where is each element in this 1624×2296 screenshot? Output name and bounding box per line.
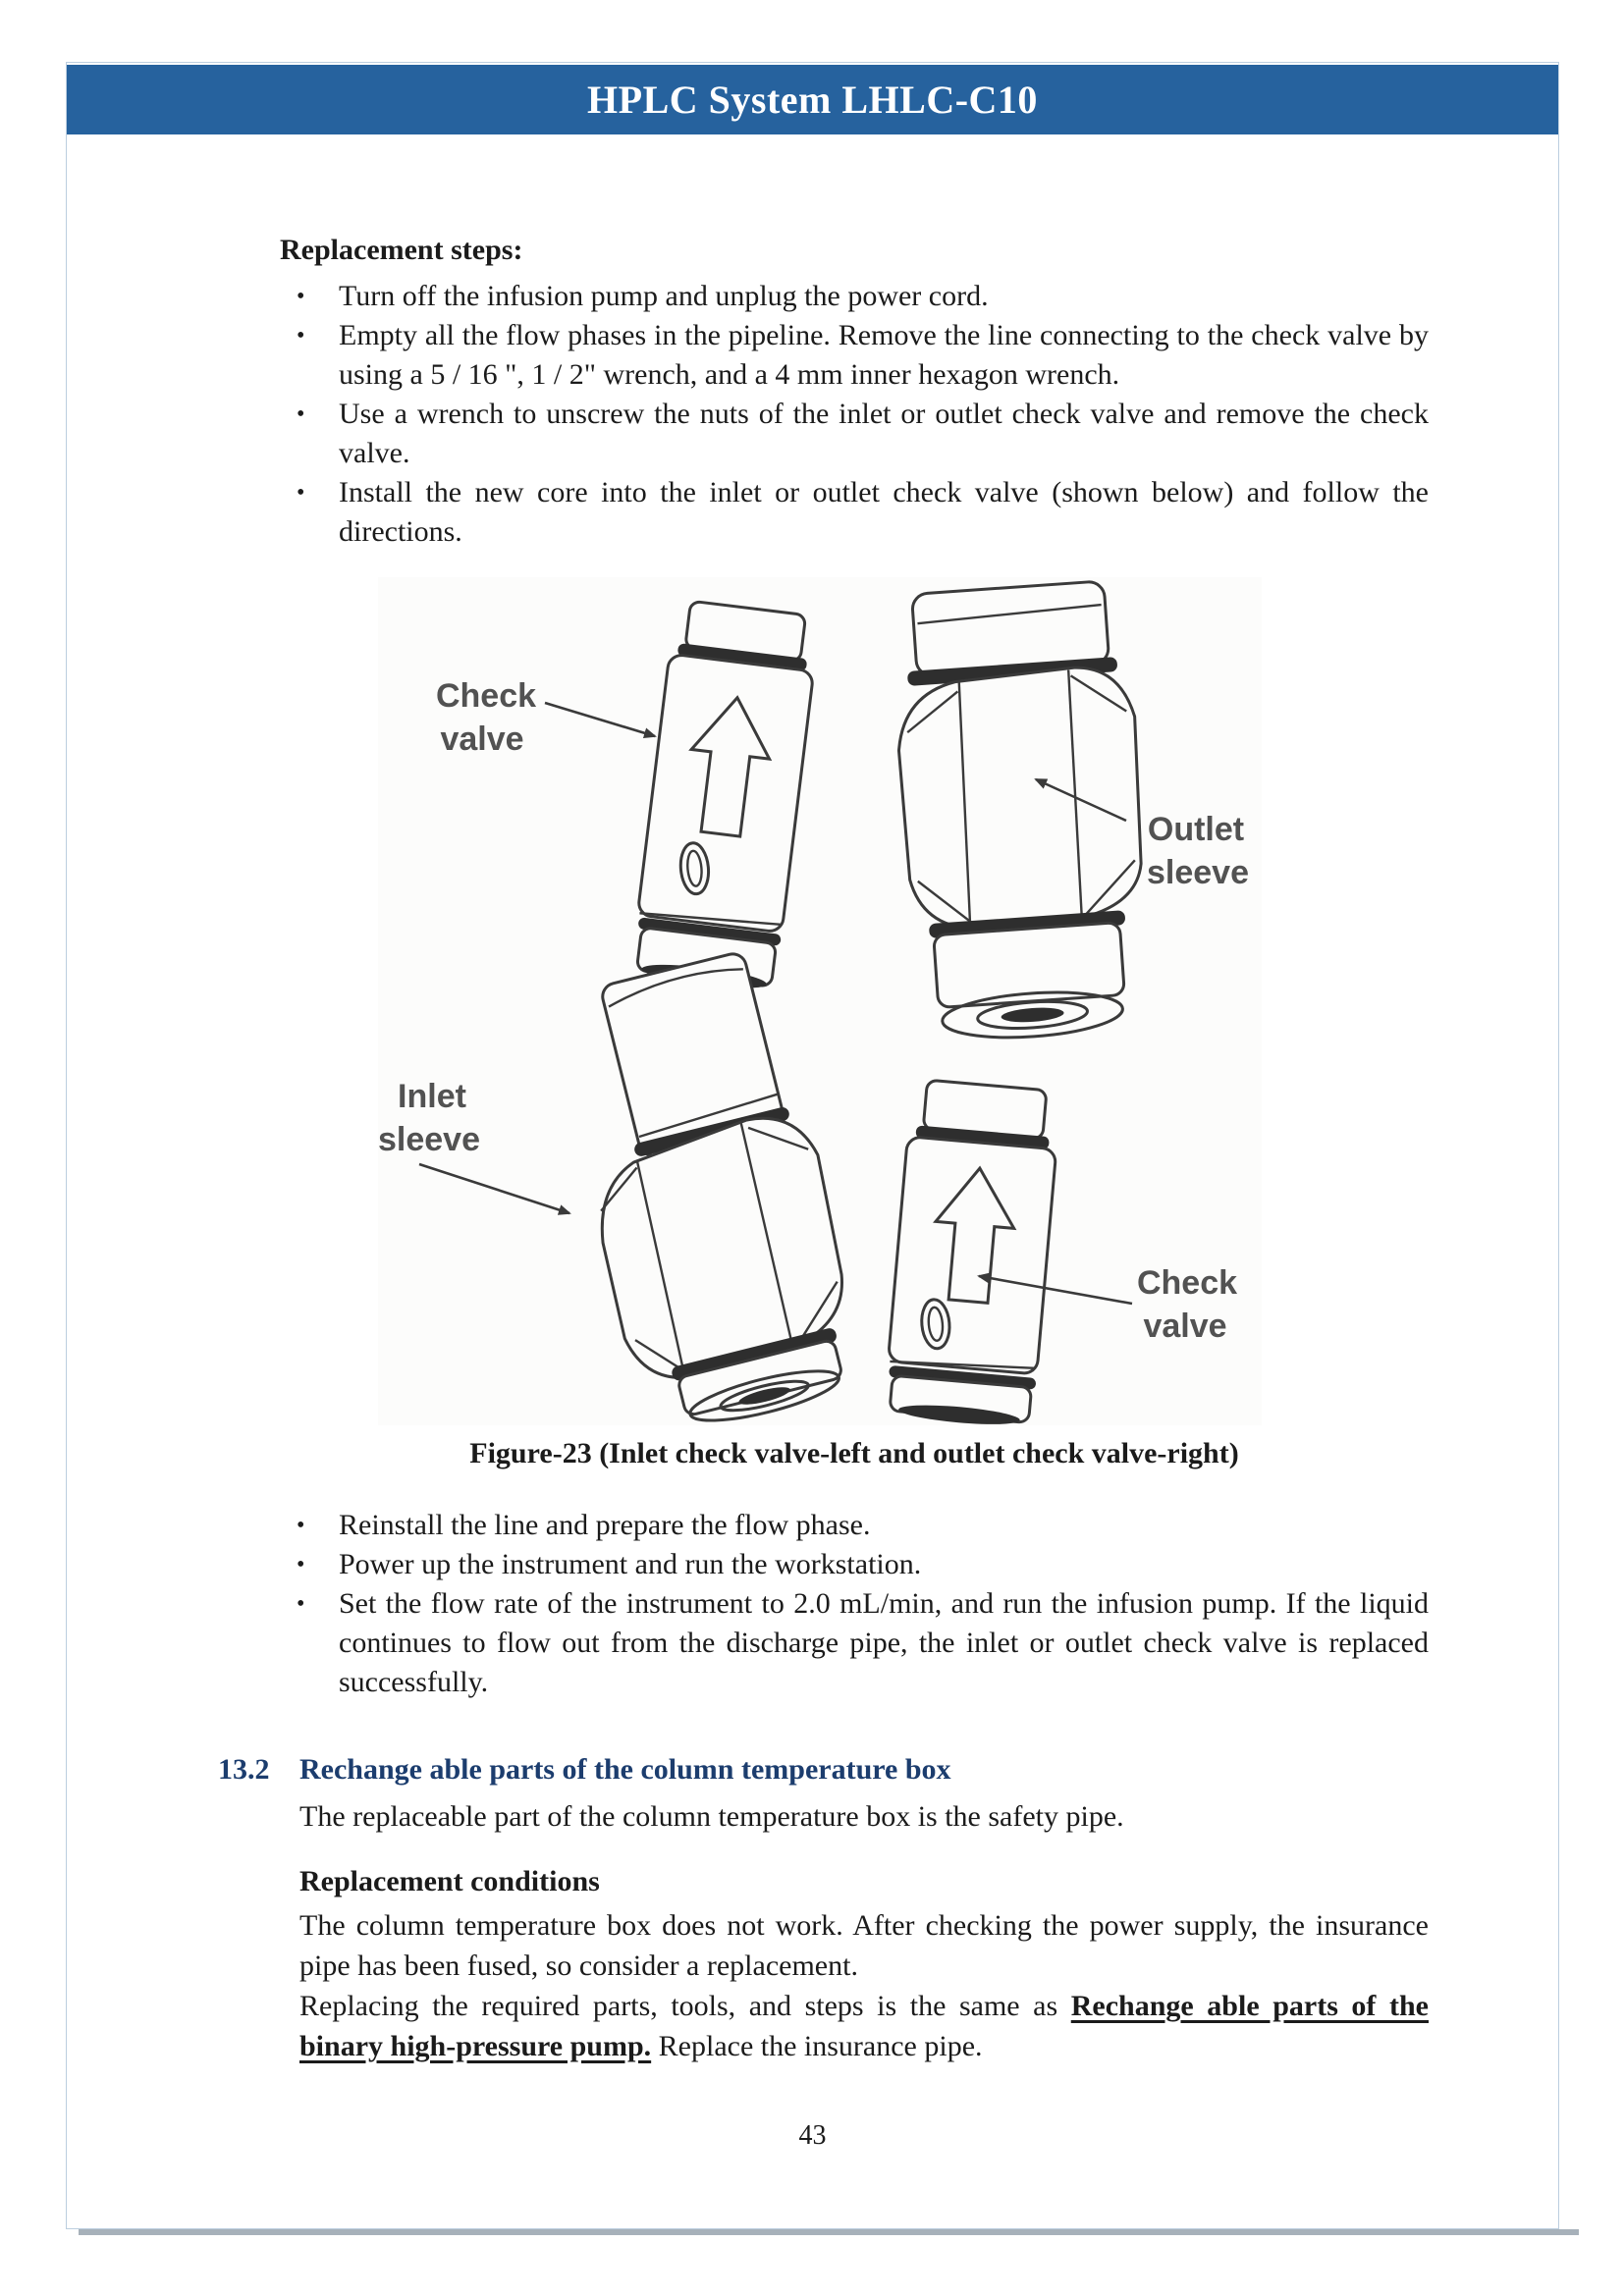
bullet-icon: • [297,1513,305,1538]
replacing-suffix: Replace the insurance pipe. [651,2030,983,2062]
bullet-icon: • [297,1591,305,1617]
outlet-sleeve-drawing [896,580,1143,1040]
check-valve-bottom-label: valve [1143,1308,1226,1345]
bullet-icon: • [297,401,305,427]
list-item-text: Reinstall the line and prepare the flow … [339,1509,871,1541]
check-valve-top-drawing [635,600,814,988]
list-item-text: Install the new core into the inlet or o… [339,476,1429,548]
page-bottom-shadow [79,2229,1579,2235]
section-title: Rechange able parts of the column temper… [299,1753,951,1786]
page-header-bar: HPLC System LHLC-C10 [67,65,1558,134]
page-header-title: HPLC System LHLC-C10 [587,78,1038,122]
leader-arrow [1034,777,1127,823]
leader-arrow [544,701,657,739]
list-item: • Turn off the infusion pump and unplug … [295,277,1429,316]
figure-23-drawing: Check valve Outlet sleeve Inlet sleeve C… [378,580,1249,1424]
bullet-icon: • [297,1552,305,1577]
leader-arrow [977,1272,1133,1306]
replacement-conditions-heading: Replacement conditions [299,1865,600,1897]
bullet-icon: • [297,284,305,309]
bullet-icon: • [297,480,305,506]
list-item-text: Power up the instrument and run the work… [339,1548,922,1580]
check-valve-top-label: valve [440,721,523,758]
section-number: 13.2 [218,1753,270,1786]
list-item: • Use a wrench to unscrew the nuts of th… [295,395,1429,473]
replacement-conditions-body: The column temperature box does not work… [299,1905,1429,2066]
list-item-text: Empty all the flow phases in the pipelin… [339,319,1429,391]
page-number: 43 [798,2120,827,2151]
figure-23: Check valve Outlet sleeve Inlet sleeve C… [378,577,1262,1425]
cross-reference-link: Rechange able parts of the binary high-p… [299,1990,1429,2062]
outlet-sleeve-label: Outlet [1148,811,1244,848]
replacement-steps-list: • Turn off the infusion pump and unplug … [295,277,1429,552]
check-valve-bottom-drawing [888,1079,1057,1424]
page-border-frame [66,62,1559,2229]
conditions-paragraph: The column temperature box does not work… [299,1909,1429,1982]
replacement-steps-heading: Replacement steps: [280,234,523,266]
list-item: • Set the flow rate of the instrument to… [295,1584,1429,1702]
check-valve-top-label: Check [436,677,536,715]
inlet-sleeve-label: sleeve [378,1121,480,1158]
post-figure-list: • Reinstall the line and prepare the flo… [295,1506,1429,1702]
list-item: • Empty all the flow phases in the pipel… [295,316,1429,395]
replacing-prefix: Replacing the required parts, tools, and… [299,1990,1071,2022]
inlet-sleeve-label: Inlet [398,1078,466,1115]
inlet-sleeve-drawing [600,952,843,1422]
list-item-text: Use a wrench to unscrew the nuts of the … [339,398,1429,469]
check-valve-bottom-label: Check [1137,1264,1237,1302]
list-item-text: Set the flow rate of the instrument to 2… [339,1587,1429,1698]
section-intro: The replaceable part of the column tempe… [299,1800,1124,1833]
leader-arrow [418,1162,571,1215]
outlet-sleeve-label: sleeve [1147,854,1249,891]
list-item: • Install the new core into the inlet or… [295,473,1429,552]
figure-caption: Figure-23 (Inlet check valve-left and ou… [469,1437,1239,1469]
list-item: • Reinstall the line and prepare the flo… [295,1506,1429,1545]
list-item-text: Turn off the infusion pump and unplug th… [339,280,989,312]
list-item: • Power up the instrument and run the wo… [295,1545,1429,1584]
replacing-paragraph: Replacing the required parts, tools, and… [299,1986,1429,2066]
bullet-icon: • [297,323,305,348]
